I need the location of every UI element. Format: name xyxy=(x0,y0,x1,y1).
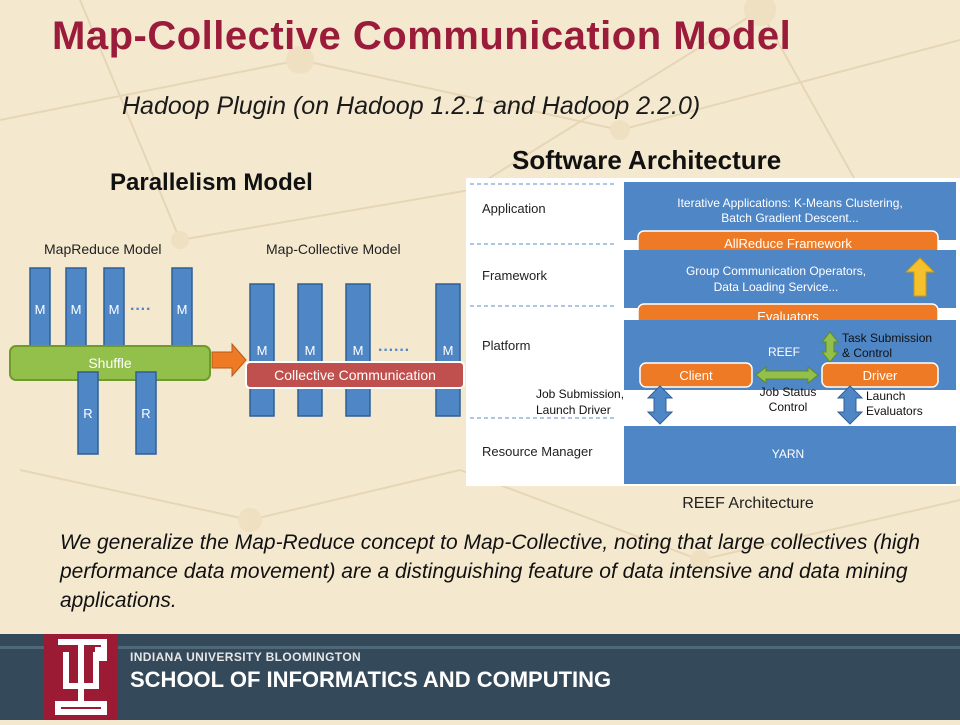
parallelism-model-diagram: MapReduce Model M M M M ···· Shuffle R R… xyxy=(9,241,465,455)
job-submission-line-1: Job Submission, xyxy=(536,387,624,401)
collective-communication-bar xyxy=(245,361,465,389)
yellow-up-arrow-icon xyxy=(904,257,936,297)
yarn-label: YARN xyxy=(772,447,804,461)
slide-subtitle: Hadoop Plugin (on Hadoop 1.2.1 and Hadoo… xyxy=(122,92,701,120)
mapreduce-model-label: MapReduce Model xyxy=(44,241,162,257)
footer-stripe xyxy=(0,646,960,649)
footer-bar: INDIANA UNIVERSITY BLOOMINGTON SCHOOL OF… xyxy=(0,634,960,720)
mapcollective-dots: ······ xyxy=(378,342,410,359)
reducer-label: R xyxy=(83,406,92,421)
group-communication-line-1: Group Communication Operators, xyxy=(686,264,866,278)
reducer-label: R xyxy=(141,406,150,421)
collective-communication-label: Collective Communication xyxy=(274,367,436,383)
mapcollective-mapper-label: M xyxy=(443,343,454,358)
task-submission-line-2: & Control xyxy=(842,346,892,360)
mapreduce-dots: ···· xyxy=(130,301,151,318)
mapcollective-mapper-box xyxy=(345,283,371,417)
mapcollective-mapper-box xyxy=(435,283,461,417)
reef-architecture-diagram: Application Framework Platform Resource … xyxy=(466,178,960,512)
shuffle-label: Shuffle xyxy=(88,355,132,371)
task-submission-line-1: Task Submission xyxy=(842,331,932,345)
layer-label-application: Application xyxy=(482,201,546,216)
shuffle-bar xyxy=(9,345,211,381)
job-submission-line-2: Launch Driver xyxy=(536,403,611,417)
group-communication-box xyxy=(624,250,956,308)
iu-trident-logo xyxy=(44,634,118,720)
parallelism-model-heading: Parallelism Model xyxy=(110,169,313,196)
application-line-1: Iterative Applications: K-Means Clusteri… xyxy=(677,196,902,210)
mapcollective-mapper-label: M xyxy=(305,343,316,358)
yarn-box xyxy=(624,426,956,484)
allreduce-framework-label: AllReduce Framework xyxy=(724,236,852,251)
driver-box xyxy=(821,362,939,388)
reducer-box xyxy=(77,371,99,455)
blue-vertical-double-arrow-icon xyxy=(646,385,674,425)
job-status-line-1: Job Status xyxy=(760,385,817,399)
mapcollective-mapper-box xyxy=(297,283,323,417)
transition-arrow-icon xyxy=(211,342,247,378)
blue-vertical-double-arrow-icon xyxy=(836,385,864,425)
reef-architecture-caption: REEF Architecture xyxy=(682,495,814,512)
layer-label-framework: Framework xyxy=(482,268,548,283)
mapreduce-mapper-label: M xyxy=(71,302,82,317)
trident-icon xyxy=(55,639,107,715)
mapcollective-mapper-label: M xyxy=(353,343,364,358)
reef-label: REEF xyxy=(768,345,800,359)
mapcollective-model-label: Map-Collective Model xyxy=(266,241,401,257)
layer-label-platform: Platform xyxy=(482,338,530,353)
client-box xyxy=(639,362,753,388)
launch-evaluators-line-1: Launch xyxy=(866,389,905,403)
mapcollective-mapper-box xyxy=(249,283,275,417)
mapreduce-mapper-label: M xyxy=(109,302,120,317)
reducer-box xyxy=(135,371,157,455)
client-label: Client xyxy=(679,368,713,383)
layer-label-resource-manager: Resource Manager xyxy=(482,444,593,459)
driver-label: Driver xyxy=(863,368,898,383)
mapreduce-mapper-label: M xyxy=(35,302,46,317)
green-vertical-double-arrow-icon xyxy=(820,331,840,363)
green-horizontal-double-arrow-icon xyxy=(755,365,819,385)
job-status-line-2: Control xyxy=(769,400,808,414)
mapreduce-mapper-label: M xyxy=(177,302,188,317)
school-name: SCHOOL OF INFORMATICS AND COMPUTING xyxy=(130,667,612,692)
university-name: INDIANA UNIVERSITY BLOOMINGTON xyxy=(130,650,362,664)
group-communication-line-2: Data Loading Service... xyxy=(714,280,839,294)
slide-caption: We generalize the Map-Reduce concept to … xyxy=(60,531,920,612)
launch-evaluators-line-2: Evaluators xyxy=(866,404,923,418)
software-architecture-heading: Software Architecture xyxy=(512,145,782,175)
slide-title: Map-Collective Communication Model xyxy=(52,14,792,58)
application-line-2: Batch Gradient Descent... xyxy=(721,211,858,225)
mapcollective-mapper-label: M xyxy=(257,343,268,358)
